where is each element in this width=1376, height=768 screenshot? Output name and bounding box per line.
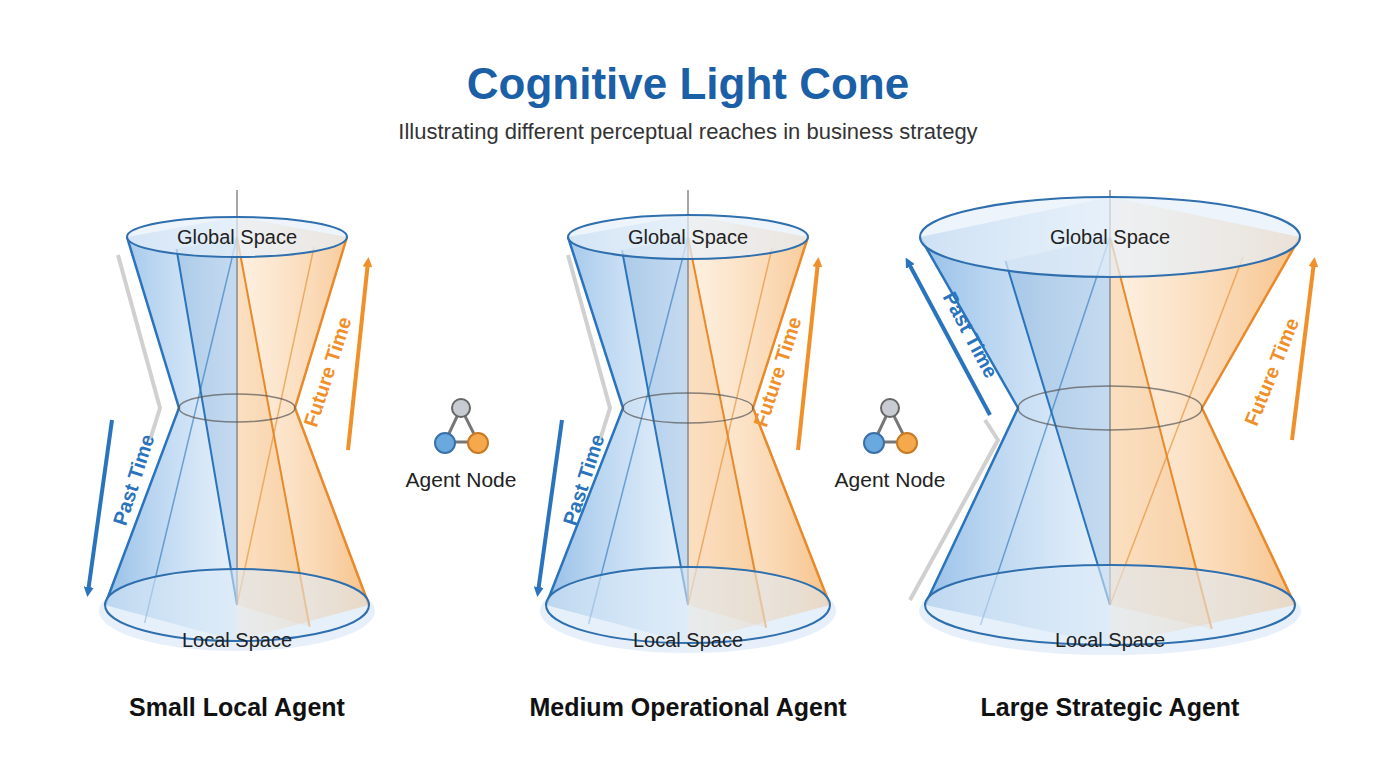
agent-title: Small Local Agent	[129, 693, 345, 722]
agent-title: Medium Operational Agent	[529, 693, 846, 722]
bottom-ellipse-label: Local Space	[633, 629, 743, 652]
agent-node-label: Agent Node	[835, 468, 946, 492]
bottom-ellipse-label: Local Space	[182, 629, 292, 652]
bottom-ellipse-label: Local Space	[1055, 629, 1165, 652]
future-arrow	[1292, 262, 1314, 440]
top-ellipse-label: Global Space	[1050, 226, 1170, 249]
past-arrow	[538, 420, 562, 592]
future-arrow	[348, 262, 368, 450]
top-ellipse-label: Global Space	[177, 226, 297, 249]
agent-icon	[864, 399, 917, 453]
top-ellipse-label: Global Space	[628, 226, 748, 249]
agent-title: Large Strategic Agent	[981, 693, 1240, 722]
diagram-title: Cognitive Light Cone	[467, 59, 909, 109]
past-arrow	[88, 420, 112, 592]
future-arrow	[798, 262, 818, 450]
light-cone: Global SpaceLocal SpaceLarge Strategic A…	[900, 190, 1320, 730]
diagram-subtitle: Illustrating different perceptual reache…	[398, 119, 977, 145]
agent-node-label: Agent Node	[406, 468, 517, 492]
agent-icon	[435, 399, 488, 453]
